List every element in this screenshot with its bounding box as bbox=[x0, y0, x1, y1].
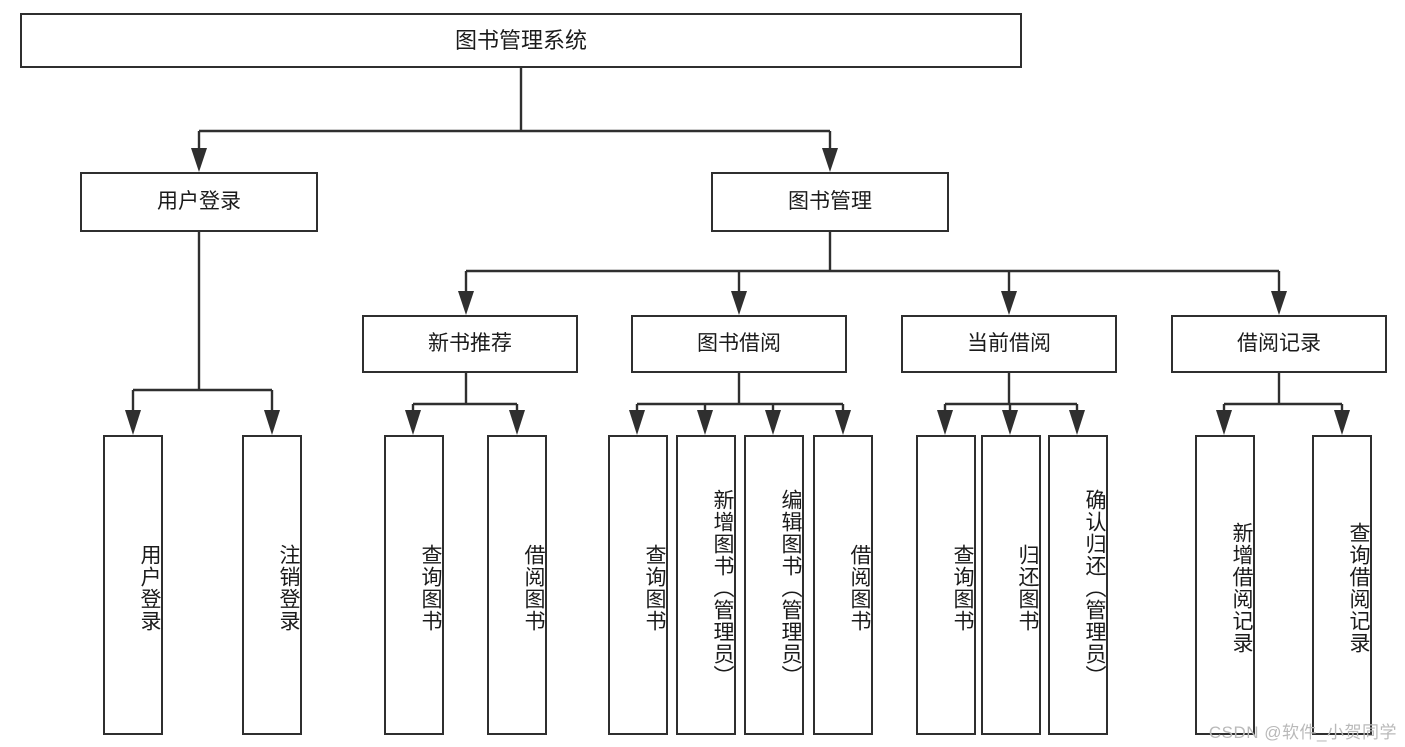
arrowhead-borrow-record bbox=[1271, 291, 1287, 315]
arrowhead-cb-leaf-1 bbox=[937, 410, 953, 435]
node-leaf-edit-book-label: 编辑图书（管理员） bbox=[779, 489, 802, 687]
node-leaf-query-record[interactable]: 查询借阅记录 bbox=[1312, 435, 1372, 735]
arrowhead-br-leaf-2 bbox=[1334, 410, 1350, 435]
node-leaf-add-record[interactable]: 新增借阅记录 bbox=[1195, 435, 1255, 735]
node-leaf-confirm-return-label: 确认归还（管理员） bbox=[1083, 489, 1106, 687]
arrowhead-bb-leaf-1 bbox=[629, 410, 645, 435]
node-leaf-user-login-label: 用户登录 bbox=[138, 544, 161, 632]
node-leaf-borrow-book-2[interactable]: 借阅图书 bbox=[813, 435, 873, 735]
arrowhead-cb-leaf-3 bbox=[1069, 410, 1085, 435]
node-user-login-label: 用户登录 bbox=[157, 189, 241, 213]
arrowhead-br-leaf-1 bbox=[1216, 410, 1232, 435]
csdn-watermark: CSDN @软件_小贺同学 bbox=[1208, 723, 1397, 742]
node-leaf-query-book-3-label: 查询图书 bbox=[951, 544, 974, 632]
arrowhead-user-login bbox=[191, 148, 207, 172]
arrowhead-book-management bbox=[822, 148, 838, 172]
arrowhead-book-borrow bbox=[731, 291, 747, 315]
arrowhead-leaf-user-login bbox=[125, 410, 141, 435]
node-leaf-edit-book[interactable]: 编辑图书（管理员） bbox=[744, 435, 804, 735]
node-book-management[interactable]: 图书管理 bbox=[711, 172, 949, 232]
node-borrow-record-label: 借阅记录 bbox=[1237, 331, 1321, 355]
node-new-book-recommend-label: 新书推荐 bbox=[428, 331, 512, 355]
node-leaf-add-record-label: 新增借阅记录 bbox=[1230, 522, 1253, 654]
node-leaf-user-login[interactable]: 用户登录 bbox=[103, 435, 163, 735]
node-leaf-borrow-book-1[interactable]: 借阅图书 bbox=[487, 435, 547, 735]
arrowhead-bb-leaf-2 bbox=[697, 410, 713, 435]
node-new-book-recommend[interactable]: 新书推荐 bbox=[362, 315, 578, 373]
node-current-borrow[interactable]: 当前借阅 bbox=[901, 315, 1117, 373]
node-book-management-label: 图书管理 bbox=[788, 189, 872, 213]
node-leaf-user-logout-label: 注销登录 bbox=[277, 544, 300, 632]
node-leaf-borrow-book-1-label: 借阅图书 bbox=[522, 544, 545, 632]
node-user-login[interactable]: 用户登录 bbox=[80, 172, 318, 232]
arrowhead-leaf-user-logout bbox=[264, 410, 280, 435]
node-borrow-record[interactable]: 借阅记录 bbox=[1171, 315, 1387, 373]
node-leaf-query-book-2-label: 查询图书 bbox=[643, 544, 666, 632]
arrowhead-bb-leaf-3 bbox=[765, 410, 781, 435]
node-leaf-query-book-3[interactable]: 查询图书 bbox=[916, 435, 976, 735]
arrowhead-new-book bbox=[458, 291, 474, 315]
arrowhead-bb-leaf-4 bbox=[835, 410, 851, 435]
node-leaf-return-book-label: 归还图书 bbox=[1016, 544, 1039, 632]
node-leaf-user-logout[interactable]: 注销登录 bbox=[242, 435, 302, 735]
node-book-borrow[interactable]: 图书借阅 bbox=[631, 315, 847, 373]
node-leaf-borrow-book-2-label: 借阅图书 bbox=[848, 544, 871, 632]
node-leaf-return-book[interactable]: 归还图书 bbox=[981, 435, 1041, 735]
arrowhead-cb-leaf-2 bbox=[1002, 410, 1018, 435]
node-leaf-add-book-label: 新增图书（管理员） bbox=[711, 489, 734, 687]
node-root[interactable]: 图书管理系统 bbox=[20, 13, 1022, 68]
node-leaf-confirm-return[interactable]: 确认归还（管理员） bbox=[1048, 435, 1108, 735]
node-root-label: 图书管理系统 bbox=[454, 27, 587, 53]
node-leaf-query-book-1[interactable]: 查询图书 bbox=[384, 435, 444, 735]
node-leaf-query-book-2[interactable]: 查询图书 bbox=[608, 435, 668, 735]
arrowhead-nb-leaf-2 bbox=[509, 410, 525, 435]
node-book-borrow-label: 图书借阅 bbox=[697, 331, 781, 355]
node-leaf-query-record-label: 查询借阅记录 bbox=[1347, 522, 1370, 654]
node-leaf-add-book[interactable]: 新增图书（管理员） bbox=[676, 435, 736, 735]
arrowhead-nb-leaf-1 bbox=[405, 410, 421, 435]
arrowhead-current-borrow bbox=[1001, 291, 1017, 315]
node-current-borrow-label: 当前借阅 bbox=[967, 331, 1051, 355]
node-leaf-query-book-1-label: 查询图书 bbox=[419, 544, 442, 632]
